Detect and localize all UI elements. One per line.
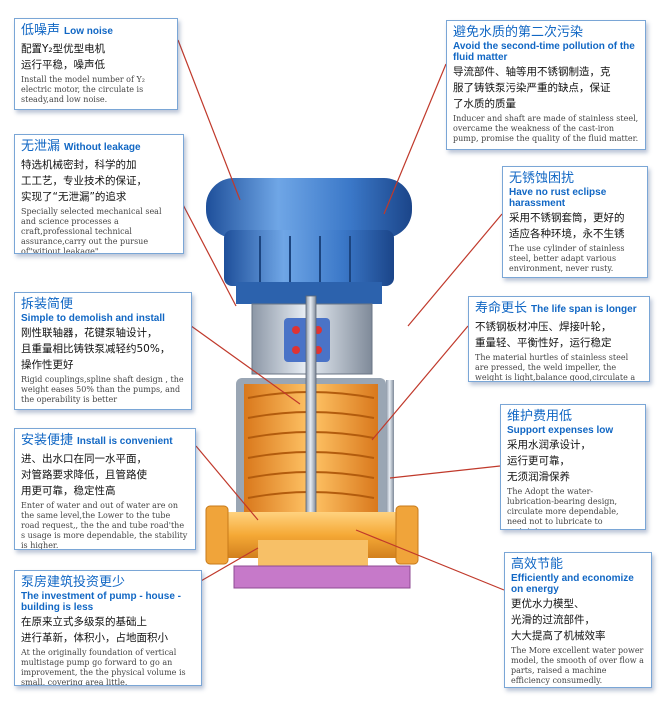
card-avoid-pollution: 避免水质的第二次污染 Avoid the second-time polluti…: [446, 20, 646, 150]
motor: [206, 178, 412, 304]
card-title-en: Have no rust eclipse harassment: [509, 187, 607, 209]
card-title-en: The investment of pump - house - buildin…: [21, 591, 182, 613]
card-body-line: 重量轻、平衡性好，运行稳定: [475, 337, 612, 349]
card-title-en: Low noise: [64, 26, 113, 37]
card-title-en: Without leakage: [64, 142, 141, 153]
card-title-en: Avoid the second-time pollution of the f…: [453, 41, 635, 63]
card-body-en: Install the model number of Y₂ electric …: [21, 75, 145, 104]
card-title-en: Efficiently and economize on energy: [511, 573, 634, 595]
card-support-expenses: 维护费用低 Support expenses low 采用水润承设计， 运行更可…: [500, 404, 646, 530]
card-body-line: 特选机械密封，科学的加: [21, 159, 137, 171]
card-body-line: 配置Y₂型优型电机: [21, 43, 106, 55]
card-body-line: 无须润滑保养: [507, 471, 570, 483]
pump-shaft: [305, 295, 317, 519]
card-simple-to-demolish: 拆装简便 Simple to demolish and install 刚性联轴…: [14, 292, 192, 410]
card-body-line: 适应各种环境，永不生锈: [509, 228, 625, 240]
card-body-line: 运行平稳，噪声低: [21, 59, 105, 71]
card-body-en: The Adopt the water-lubrication-bearing …: [507, 487, 619, 529]
card-title-zh: 拆装简便: [21, 297, 74, 312]
card-body-en: Rigid couplings,spline shaft design , th…: [21, 375, 184, 404]
card-title-zh: 寿命更长: [475, 301, 528, 316]
card-body-line: 服了铸铁泵污染严重的缺点，保证: [453, 82, 611, 94]
card-no-rust: 无锈蚀困扰 Have no rust eclipse harassment 采用…: [502, 166, 648, 278]
card-body-en: The More excellent water power model, th…: [511, 646, 644, 685]
card-body-line: 采用不锈钢套筒，更好的: [509, 212, 625, 224]
card-body-line: 光滑的过流部件，: [511, 614, 595, 626]
card-body-en: Specially selected mechanical seal and s…: [21, 207, 162, 254]
card-body-line: 进、出水口在同一水平面，: [21, 453, 147, 465]
card-title-en: The life span is longer: [531, 304, 637, 315]
card-body-line: 更优水力模型、: [511, 598, 585, 610]
card-body-line: 用更可靠，稳定性高: [21, 485, 116, 497]
card-title-zh: 无锈蚀困扰: [509, 171, 575, 186]
card-body-line: 且重量相比铸铁泵减轻约50%，: [21, 343, 171, 355]
card-body-line: 大大提高了机械效率: [511, 630, 606, 642]
card-body-line: 运行更可靠，: [507, 455, 570, 467]
card-body-line: 在原来立式多级泵的基础上: [21, 616, 147, 628]
card-title-zh: 高效节能: [511, 557, 564, 572]
card-investment-less: 泵房建筑投资更少 The investment of pump - house …: [14, 570, 202, 686]
card-title-zh: 泵房建筑投资更少: [21, 575, 126, 590]
pump-base: [233, 565, 411, 589]
card-title-en: Install is convenient: [77, 436, 173, 447]
card-title-en: Support expenses low: [507, 425, 614, 436]
card-title-zh: 低噪声: [21, 23, 61, 38]
card-body-line: 进行革新，体积小，占地面积小: [21, 632, 168, 644]
card-body-line: 工工艺，专业技术的保证，: [21, 175, 147, 187]
card-body-line: 导流部件、轴等用不锈钢制造，克: [453, 66, 611, 78]
card-body-line: 操作性更好: [21, 359, 74, 371]
card-body-line: 不锈钢板材冲压、焊接叶轮，: [475, 321, 612, 333]
card-body-line: 实现了“无泄漏”的追求: [21, 191, 127, 203]
card-title-zh: 无泄漏: [21, 139, 61, 154]
card-body-line: 对管路要求降低，且管路使: [21, 469, 147, 481]
card-body-line: 了水质的质量: [453, 98, 516, 110]
card-efficient: 高效节能 Efficiently and economize on energy…: [504, 552, 652, 688]
card-body-line: 采用水润承设计，: [507, 439, 591, 451]
card-title-zh: 安装便捷: [21, 433, 74, 448]
card-title-zh: 维护费用低: [507, 409, 573, 424]
card-body-en: Inducer and shaft are made of stainless …: [453, 114, 639, 143]
card-body-en: At the originally foundation of vertical…: [21, 648, 186, 686]
inlet-outlet-pipes: [205, 505, 419, 570]
card-body-en: The use cylinder of stainless steel, bet…: [509, 244, 625, 273]
card-body-en: The material hurtles of stainless steel …: [475, 353, 636, 382]
card-body-line: 刚性联轴器，花键泵轴设计，: [21, 327, 158, 339]
card-title-en: Simple to demolish and install: [21, 313, 165, 324]
card-title-zh: 避免水质的第二次污染: [453, 25, 584, 40]
card-body-en: Enter of water and out of water are on t…: [21, 501, 188, 550]
